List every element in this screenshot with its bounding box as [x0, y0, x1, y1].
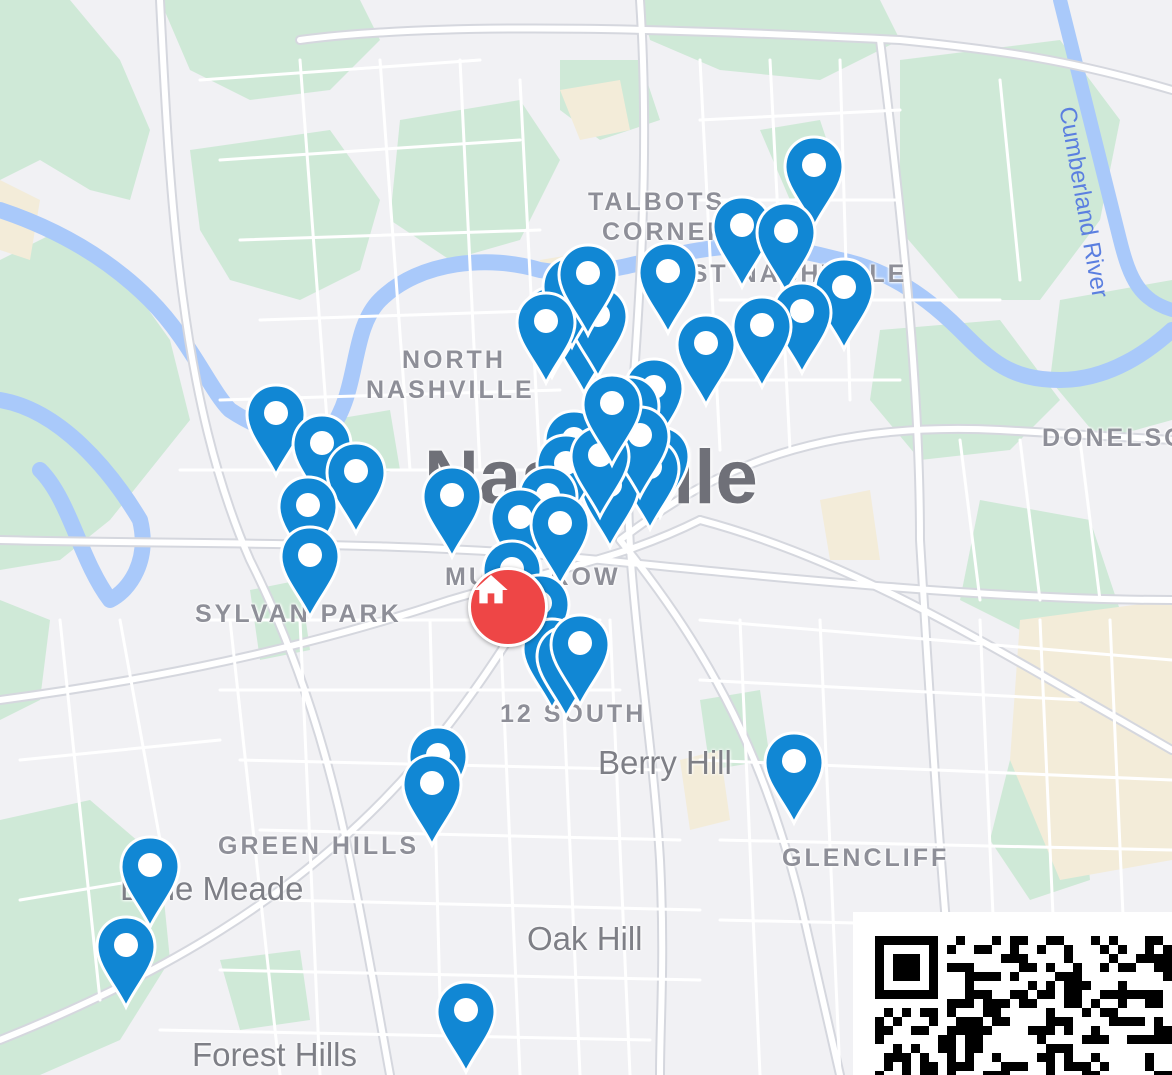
qr-code-icon: [853, 912, 1172, 1075]
streets: [18, 58, 1172, 1075]
map-pin-icon[interactable]: [548, 612, 612, 709]
map-pin-icon[interactable]: [434, 979, 498, 1075]
map-pin-icon[interactable]: [420, 464, 484, 561]
map-pin-icon[interactable]: [674, 312, 738, 409]
map-pin-icon[interactable]: [762, 730, 826, 827]
map-pin-icon[interactable]: [580, 372, 644, 469]
commercial-areas: [0, 80, 1172, 880]
home-icon: [474, 575, 508, 604]
map-pin-icon[interactable]: [812, 256, 876, 353]
map-pin-icon[interactable]: [94, 914, 158, 1011]
map-pin-icon[interactable]: [636, 240, 700, 337]
map-pin-icon[interactable]: [324, 440, 388, 537]
map-pin-icon[interactable]: [514, 290, 578, 387]
home-marker[interactable]: [468, 567, 548, 647]
map-pin-icon[interactable]: [278, 524, 342, 621]
map-pin-icon[interactable]: [400, 752, 464, 849]
map-pin-icon[interactable]: [244, 382, 308, 479]
map-pin-icon[interactable]: [730, 294, 794, 391]
map-pin-icon[interactable]: [556, 242, 620, 339]
